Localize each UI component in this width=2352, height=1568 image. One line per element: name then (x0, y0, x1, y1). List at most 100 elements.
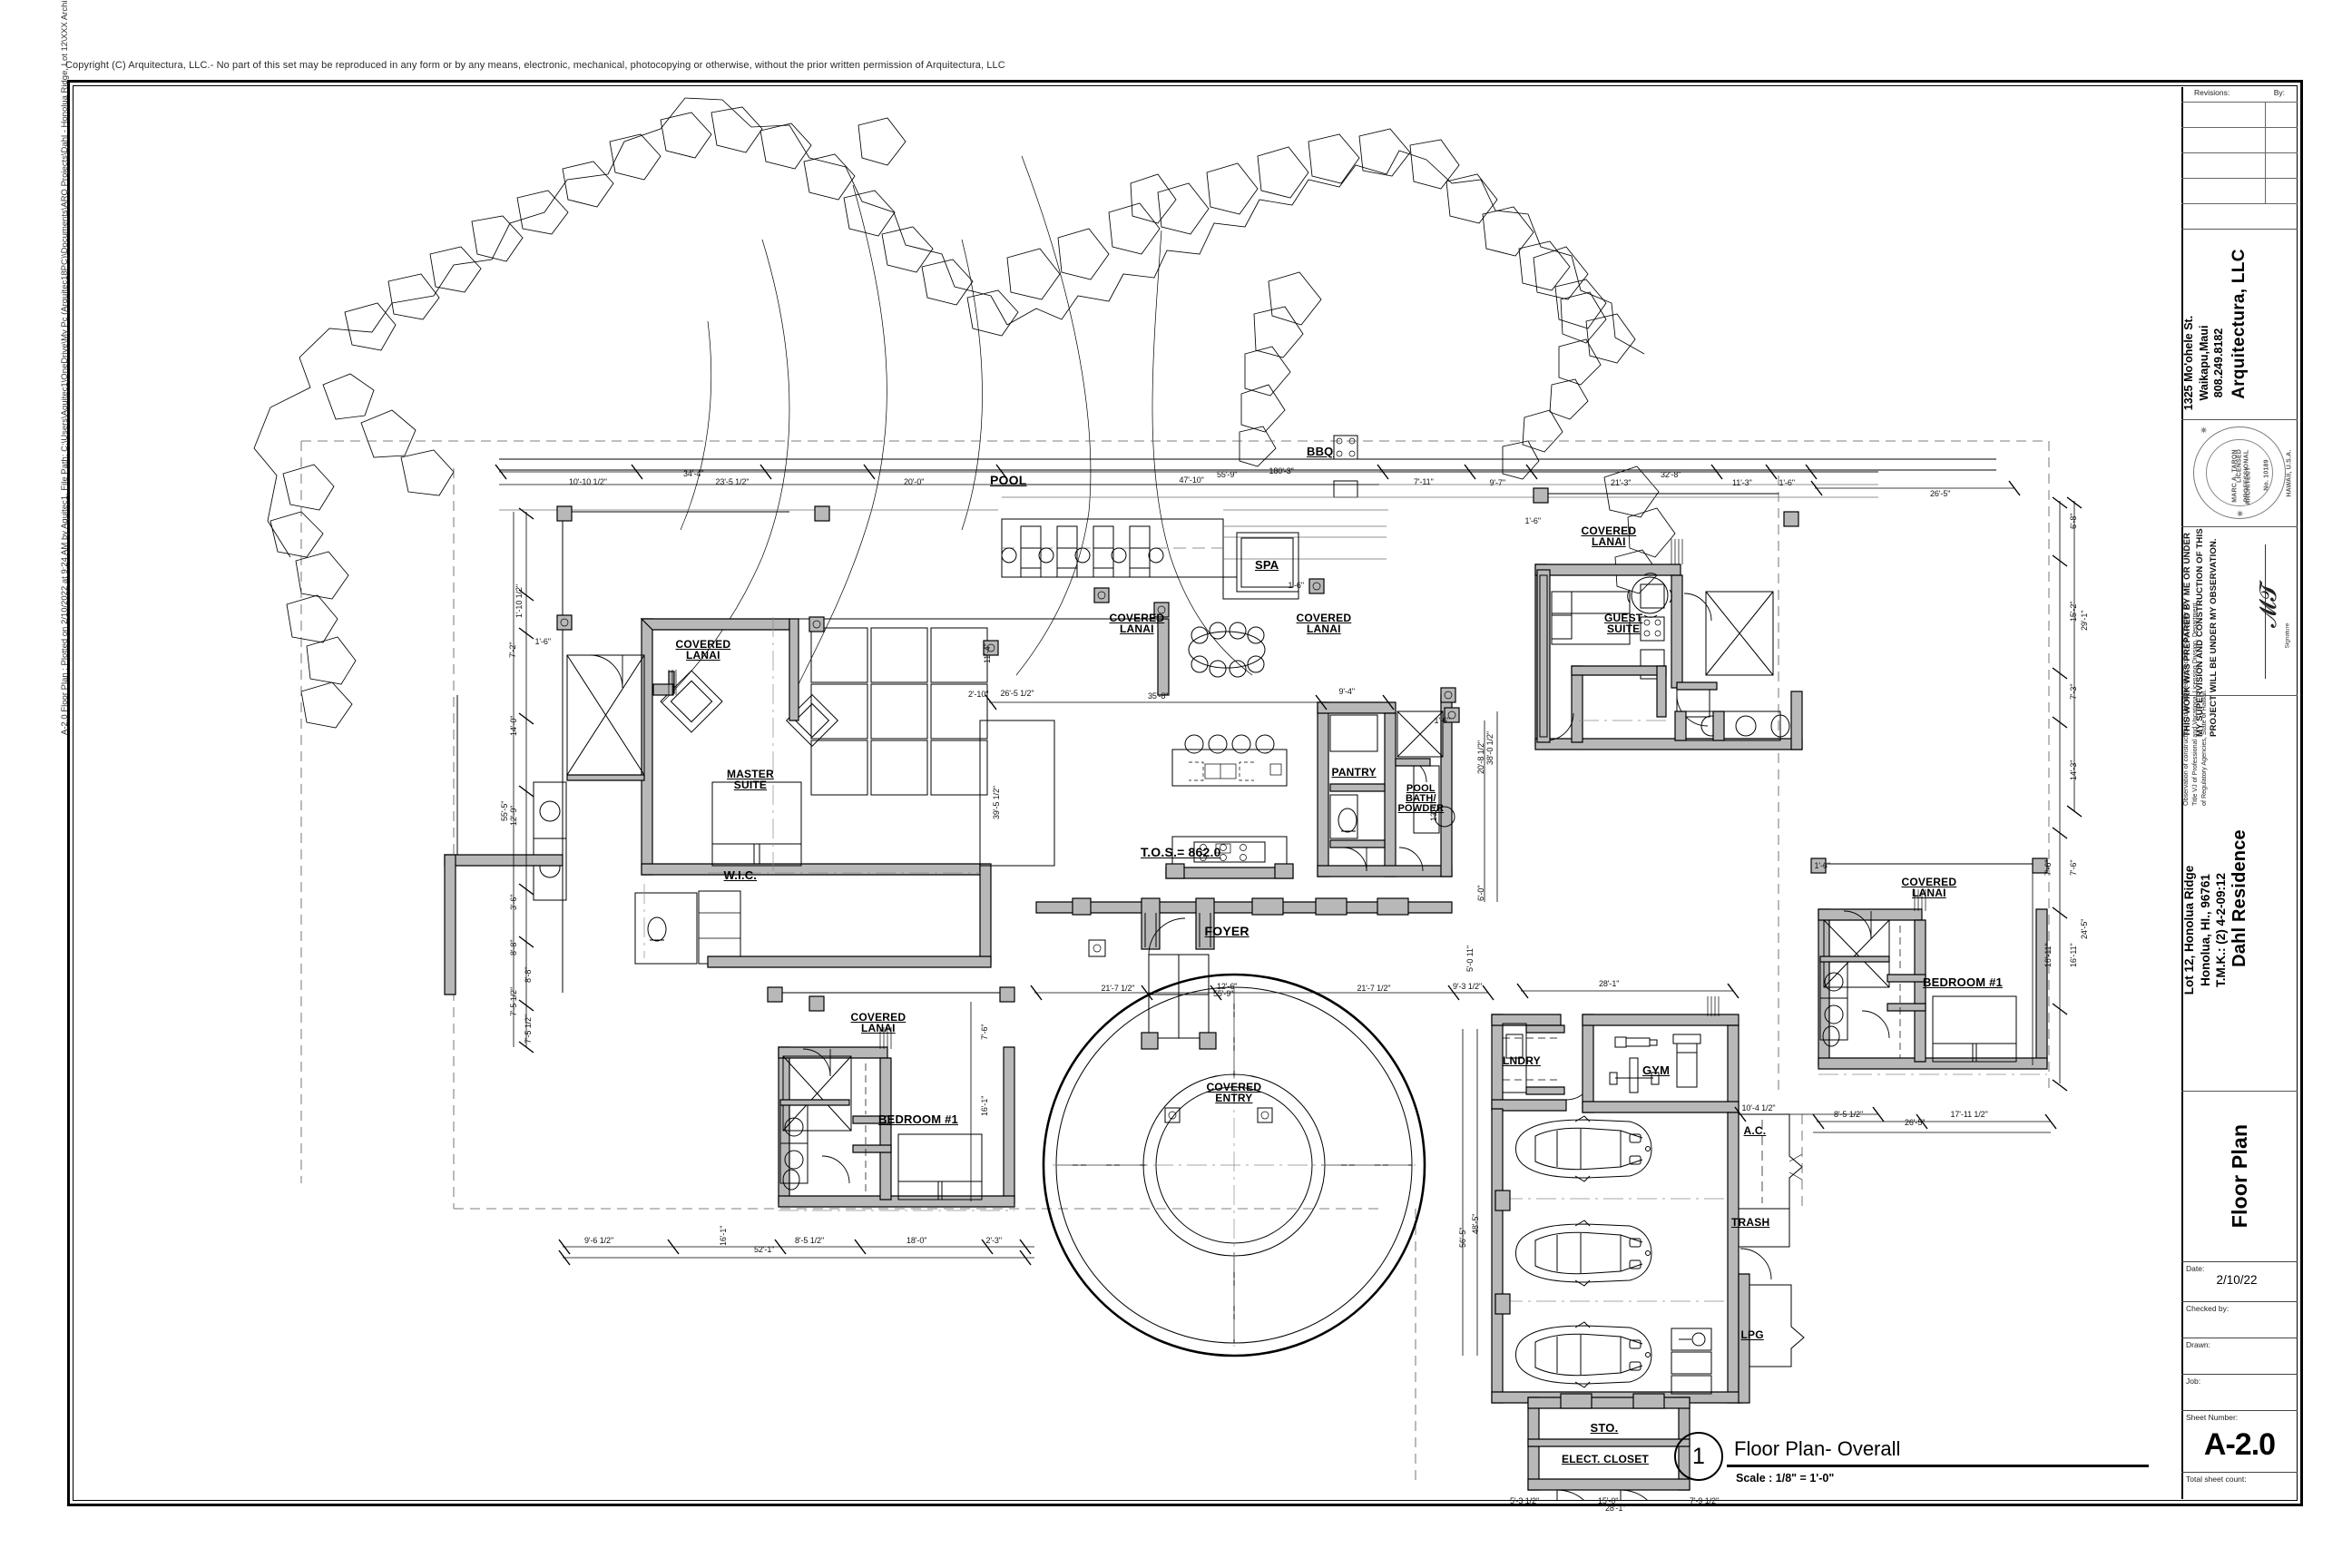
dimension-text: 20'-0" (904, 477, 925, 486)
field-job-label: Job: (2186, 1377, 2201, 1386)
field-checked-by[interactable]: Checked by: (2181, 1301, 2298, 1338)
field-drawn[interactable]: Drawn: (2181, 1338, 2298, 1374)
room-label-line: LNDRY (1503, 1054, 1541, 1067)
room-label-line: POOL (990, 473, 1027, 487)
stamp-line-1: LICENSED (2236, 449, 2243, 483)
property-setback-lines (300, 440, 2050, 1483)
dimension-text: 13'-4" (1429, 800, 1438, 821)
field-job[interactable]: Job: (2181, 1374, 2298, 1410)
room-label-ac: A.C. (1744, 1125, 1767, 1136)
dimension-text: 2'-10" (968, 690, 989, 699)
room-label-line: COVERED (1206, 1081, 1262, 1093)
dimension-text: 9'-7" (1489, 478, 1506, 487)
room-label-line: BEDROOM #1 (1923, 975, 2003, 989)
dimension-text: 28'-1" (1599, 979, 1620, 988)
room-label-line: W.I.C. (723, 867, 758, 882)
project-sub-line-1: Lot 12, Honolua Ridge (2182, 865, 2196, 995)
dimension-text: 7'-5 1/2" (524, 1014, 533, 1044)
dimension-text: 9'-3 1/2" (1453, 982, 1483, 991)
room-label-line: FOYER (1204, 924, 1250, 938)
stamp-state: HAWAII, U.S.A. (2286, 449, 2293, 497)
stamp-star-bottom: ✷ (2236, 509, 2245, 520)
room-label-line: LANAI (1120, 622, 1154, 636)
dimension-text: 1'-6" (1524, 516, 1542, 525)
bbq-counter (1333, 435, 1358, 498)
dimension-text: 12'-6" (1217, 982, 1238, 991)
signature-line (2265, 544, 2267, 679)
project-sub-line-2: Honolua, HI., 96761 (2198, 874, 2212, 986)
signature-label: Signature (2284, 622, 2291, 649)
building-walls (444, 435, 2048, 1501)
room-label-lpg: LPG (1741, 1329, 1764, 1340)
dimension-text: 24'-5" (2080, 918, 2089, 939)
room-label-line: SPA (1255, 557, 1279, 572)
room-label-line: LANAI (861, 1022, 896, 1035)
revision-row[interactable] (2181, 102, 2298, 127)
dimension-text: 55'-9" (1213, 989, 1234, 998)
copyright-notice: Copyright (C) Arquitectura, LLC.- No par… (65, 60, 1005, 71)
dimension-text: 1'-6" (1814, 861, 1831, 870)
architect-stamp: MARC A. TARON LICENSED PROFESSIONAL ARCH… (2181, 419, 2298, 526)
dimension-text: 7'-11" (1414, 477, 1434, 486)
pool-shape (1001, 518, 1387, 578)
dimension-text: 26'-5" (1930, 489, 1951, 498)
dimension-text: 18'-0" (906, 1236, 927, 1245)
room-label-line: LANAI (1912, 887, 1946, 900)
dimension-text: 14'-0" (509, 715, 518, 736)
room-label-line: BATH/ (1405, 793, 1436, 805)
room-label-line: COVERED (1109, 612, 1165, 624)
dimension-text: 55'-9" (1217, 470, 1238, 479)
stamp-inner-ring (2206, 439, 2273, 506)
field-checked-by-label: Checked by: (2186, 1304, 2230, 1313)
dimension-text: 7'-2" (508, 642, 517, 658)
firm-section (2181, 229, 2298, 419)
revisions-header: Revisions: By: (2181, 87, 2298, 102)
revision-row[interactable] (2181, 152, 2298, 178)
revision-column-divider (2265, 102, 2266, 203)
field-date[interactable]: Date: 2/10/22 (2181, 1261, 2298, 1301)
dimension-text: 7'-5 1/2" (509, 986, 518, 1016)
dimension-text: 10'-4 1/2" (1741, 1103, 1776, 1112)
dimension-text: 15'-0" (1598, 1496, 1619, 1505)
drawing-name: Floor Plan- Overall (1734, 1437, 1901, 1460)
revision-row[interactable] (2181, 203, 2298, 229)
floor-plan-drawing: .w { fill:none; stroke:#000; stroke-widt… (73, 85, 2178, 1513)
revision-row[interactable] (2181, 178, 2298, 203)
dimension-text: 16'-1" (980, 1095, 989, 1116)
dimension-text: 23'-5 1/2" (715, 477, 750, 486)
dimension-text: 21'-7 1/2" (1101, 984, 1135, 993)
dimension-text: 14'-3" (2069, 760, 2078, 780)
dimension-text: 1'-6" (1434, 716, 1451, 725)
dimension-text: 16'-11" (2043, 942, 2053, 967)
room-label-line: ENTRY (1215, 1092, 1253, 1105)
project-subtitle: Lot 12, Honolua Ridge Honolua, HI., 9676… (2181, 844, 2298, 1016)
dimension-text: 9'-6 1/2" (584, 1236, 614, 1245)
car-stall-3 (1515, 1321, 1652, 1388)
stamp-outer-ring (2193, 426, 2286, 519)
sheet-number-value: A-2.0 (2203, 1427, 2276, 1462)
room-label-line: GUEST (1604, 612, 1643, 624)
dimension-text: 1'-6" (1779, 478, 1796, 487)
room-label-pantry: PANTRY (1332, 767, 1377, 778)
room-label-bedroom-1-right: BEDROOM #1 (1923, 975, 2003, 989)
by-label: By: (2273, 88, 2285, 97)
dimension-text: 20'-8 1/2" (1476, 740, 1485, 774)
dimension-text: 56'-5" (1458, 1227, 1467, 1248)
revision-row[interactable] (2181, 127, 2298, 152)
pantry-poolbath (1317, 694, 1455, 877)
drawing-scale: Scale : 1/8" = 1'-0" (1736, 1472, 1835, 1485)
room-label-line: TRASH (1731, 1216, 1770, 1229)
dimension-text: 2'-3" (985, 1236, 1003, 1245)
room-label-line: POWDER (1397, 803, 1445, 815)
field-date-label: Date: (2186, 1264, 2205, 1273)
dimension-text: 7'-3" (2069, 683, 2078, 700)
signature-mark: 𝓜𝓣 (2255, 583, 2282, 629)
dimension-text: 26'-5 1/2" (1000, 689, 1034, 698)
dimension-text: 15'-2" (2069, 601, 2078, 622)
room-label-bbq: BBQ (1307, 445, 1334, 457)
